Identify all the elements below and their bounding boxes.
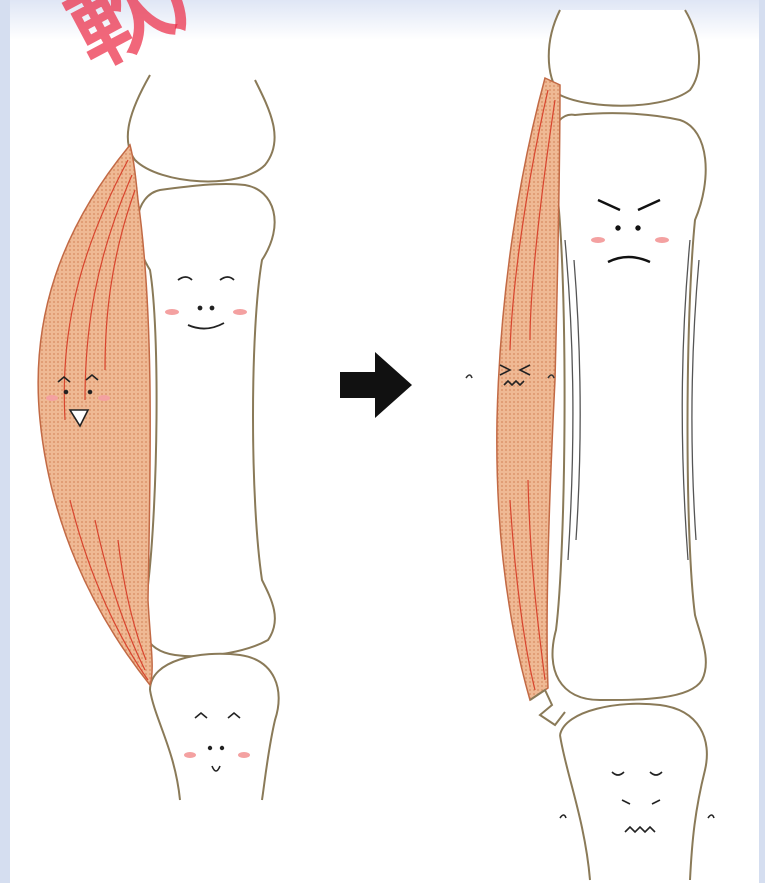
right-arrow-icon bbox=[340, 352, 412, 418]
left-muscle-relaxed bbox=[38, 145, 152, 685]
left-upper-bone-cap bbox=[128, 75, 275, 181]
left-femur-bone bbox=[137, 184, 275, 656]
right-muscle-tense bbox=[497, 78, 560, 700]
left-lower-bone bbox=[150, 654, 279, 800]
left-figure-relaxed bbox=[38, 75, 279, 800]
right-lower-bone bbox=[560, 704, 707, 880]
right-upper-bone-cap bbox=[549, 10, 699, 106]
right-figure-strained bbox=[466, 10, 714, 880]
